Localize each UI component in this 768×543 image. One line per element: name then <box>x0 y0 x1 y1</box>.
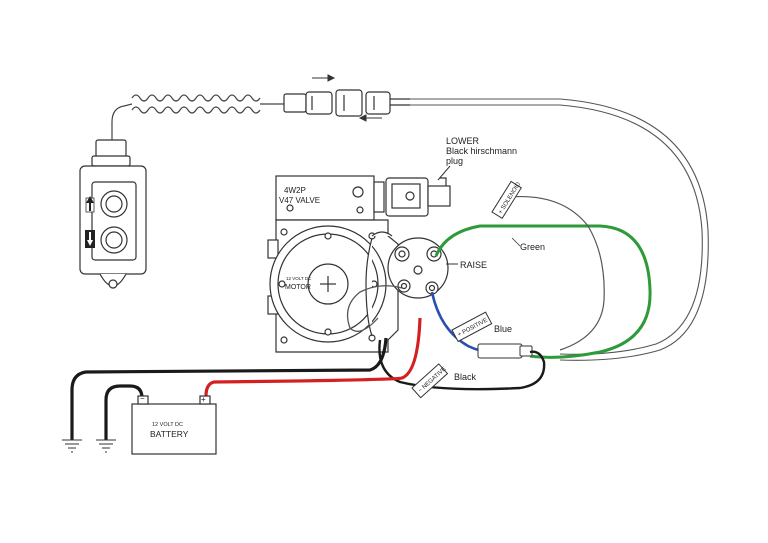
valve-label-line2: V47 VALVE <box>279 196 320 205</box>
black-wire <box>378 339 546 391</box>
valve-block <box>275 175 385 221</box>
ground-wire-motor <box>70 337 388 440</box>
tag-positive: + POSITIVE <box>451 311 493 343</box>
raise-label: RAISE <box>460 260 487 270</box>
battery-plus-label: + <box>201 395 206 404</box>
coiled-cord <box>111 94 288 145</box>
ground-icon <box>96 439 116 453</box>
green-leader-line <box>511 237 521 247</box>
solenoid <box>365 231 449 337</box>
battery-label-line2: BATTERY <box>150 429 189 439</box>
tag-negative: − NEGATIVE <box>411 363 449 399</box>
motor-label-line1: 12 VOLT DC <box>286 276 312 281</box>
down-arrow-icon <box>85 230 95 248</box>
green-wire-label: Green <box>520 242 545 252</box>
motor-jumper-wire <box>346 285 403 332</box>
up-arrow-icon <box>85 196 95 213</box>
inline-connector <box>283 89 410 117</box>
solenoid-lead <box>499 195 605 351</box>
tag-solenoid: + SOLENOID <box>491 180 522 220</box>
battery <box>131 395 217 455</box>
hirschmann-plug <box>385 177 451 217</box>
butt-connector <box>477 343 533 359</box>
ground-icon <box>62 439 82 453</box>
green-wire <box>434 224 652 359</box>
lower-leader-line <box>437 165 451 181</box>
motor-label-line2: MOTOR <box>285 284 311 291</box>
lower-label-line1: LOWER <box>446 136 480 146</box>
battery-minus-label: − <box>140 394 145 403</box>
valve-label-line1: 4W2P <box>284 186 306 195</box>
blue-wire-label: Blue <box>494 324 512 334</box>
lower-label-line2: Black hirschmann <box>446 146 517 156</box>
battery-label-line1: 12 VOLT DC <box>152 422 183 428</box>
ground-wire-battery <box>104 384 144 440</box>
motor <box>269 225 387 343</box>
black-wire-label: Black <box>454 372 477 382</box>
lower-label-line3: plug <box>446 156 463 166</box>
red-wire <box>204 317 422 397</box>
pendant-control <box>79 139 147 289</box>
pendant-cable <box>410 98 709 361</box>
connector-arrows <box>312 74 382 122</box>
